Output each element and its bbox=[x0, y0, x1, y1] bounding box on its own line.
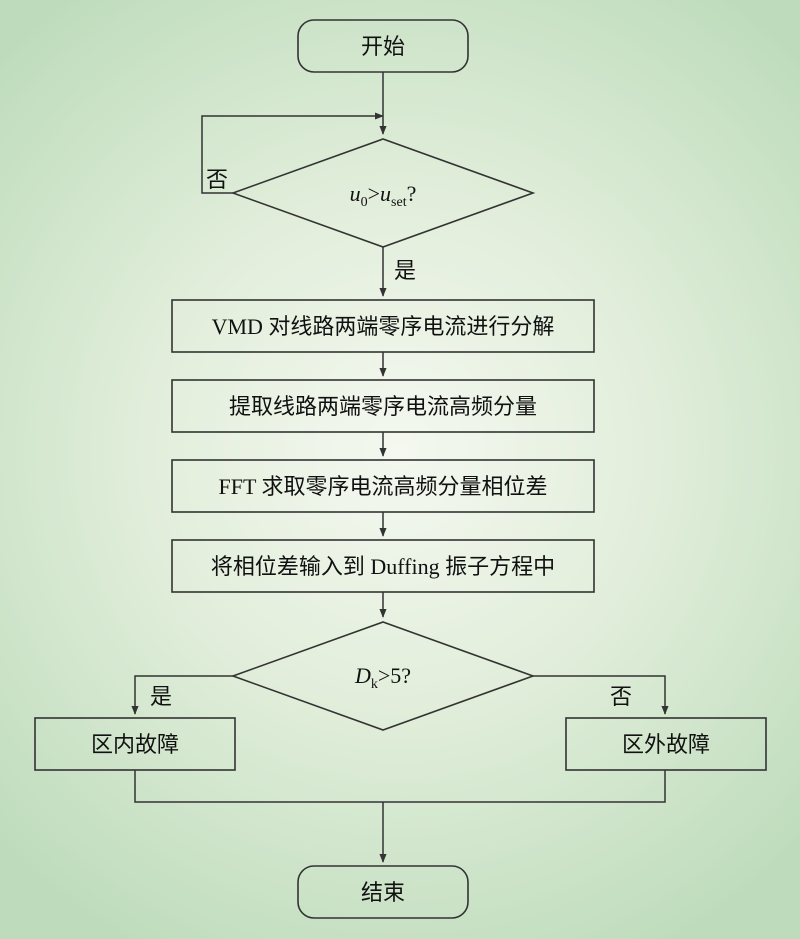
external-fault-node bbox=[565, 717, 767, 771]
edge-internal-merge bbox=[134, 770, 666, 803]
end-node bbox=[297, 865, 469, 919]
step-vmd-decompose-label: VMD 对线路两端零序电流进行分解 bbox=[212, 314, 555, 339]
step-fft-phase-label: FFT 求取零序电流高频分量相位差 bbox=[218, 474, 547, 499]
start-label: 开始 bbox=[361, 34, 405, 59]
edge-cond2-no bbox=[533, 675, 669, 715]
cond2-label: Dk>5? bbox=[354, 663, 411, 692]
edge-cond1-no-loop bbox=[201, 112, 384, 194]
cond1-label: u0>uset? bbox=[350, 181, 417, 210]
cond2-yes-label: 是 bbox=[150, 684, 172, 709]
external-fault-label: 区外故障 bbox=[622, 732, 710, 757]
internal-fault-label: 区内故障 bbox=[91, 732, 179, 757]
edge-cond2-yes bbox=[131, 675, 233, 715]
cond1-no-label: 否 bbox=[206, 167, 228, 192]
cond1-yes-label: 是 bbox=[394, 258, 416, 283]
cond2-no-label: 否 bbox=[610, 684, 632, 709]
step-extract-hf-label: 提取线路两端零序电流高频分量 bbox=[229, 394, 537, 419]
step-duffing-input-label: 将相位差输入到 Duffing 振子方程中 bbox=[211, 554, 555, 579]
end-label: 结束 bbox=[361, 880, 405, 905]
cond1-diamond bbox=[230, 138, 536, 248]
